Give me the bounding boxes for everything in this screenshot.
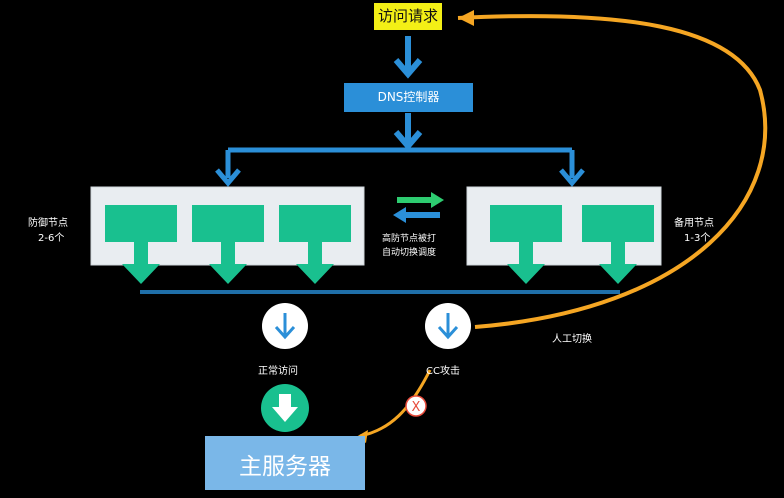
manual-switch-arrowhead [458, 10, 474, 26]
defense-node-label: 防御节点 [28, 218, 68, 229]
cc-attack-circle [425, 303, 471, 349]
backup-node-2-arrow [599, 242, 637, 284]
main-server-box: 主服务器 [205, 436, 365, 490]
defense-node-3 [279, 205, 351, 242]
defense-node-1 [105, 205, 177, 242]
access-request-label: 访问请求 [374, 3, 442, 30]
dns-controller-box: DNS控制器 [344, 83, 473, 112]
switch-arrows [393, 192, 444, 223]
left-branch-arrow [215, 150, 241, 187]
manual-switch-curve [457, 14, 768, 329]
blocked-marker [405, 395, 427, 417]
switch-note-line1: 高防节点被打 [382, 234, 437, 244]
backup-node-label: 备用节点 [674, 218, 714, 229]
manual-switch-label: 人工切换 [552, 334, 592, 345]
server-entry-circle [261, 384, 309, 432]
defense-node-2 [192, 205, 264, 242]
right-branch-arrow [559, 150, 585, 187]
defense-node-3-arrow [296, 242, 334, 284]
normal-access-label: 正常访问 [258, 366, 298, 377]
switch-note-line2: 自动切换调度 [382, 248, 437, 258]
request-to-dns-arrow [393, 36, 423, 79]
normal-access-circle [262, 303, 308, 349]
backup-node-2 [582, 205, 654, 242]
backup-node-1-arrow [507, 242, 545, 284]
dns-down-arrow [393, 113, 423, 151]
defense-node-2-arrow [209, 242, 247, 284]
blocked-x: X [412, 400, 421, 415]
cc-attack-label: CC攻击 [426, 366, 460, 377]
backup-node-1 [490, 205, 562, 242]
defense-node-1-arrow [122, 242, 160, 284]
cc-to-server-curve [359, 369, 432, 438]
defense-node-count: 2-6个 [38, 233, 65, 244]
backup-node-count: 1-3个 [684, 233, 711, 244]
